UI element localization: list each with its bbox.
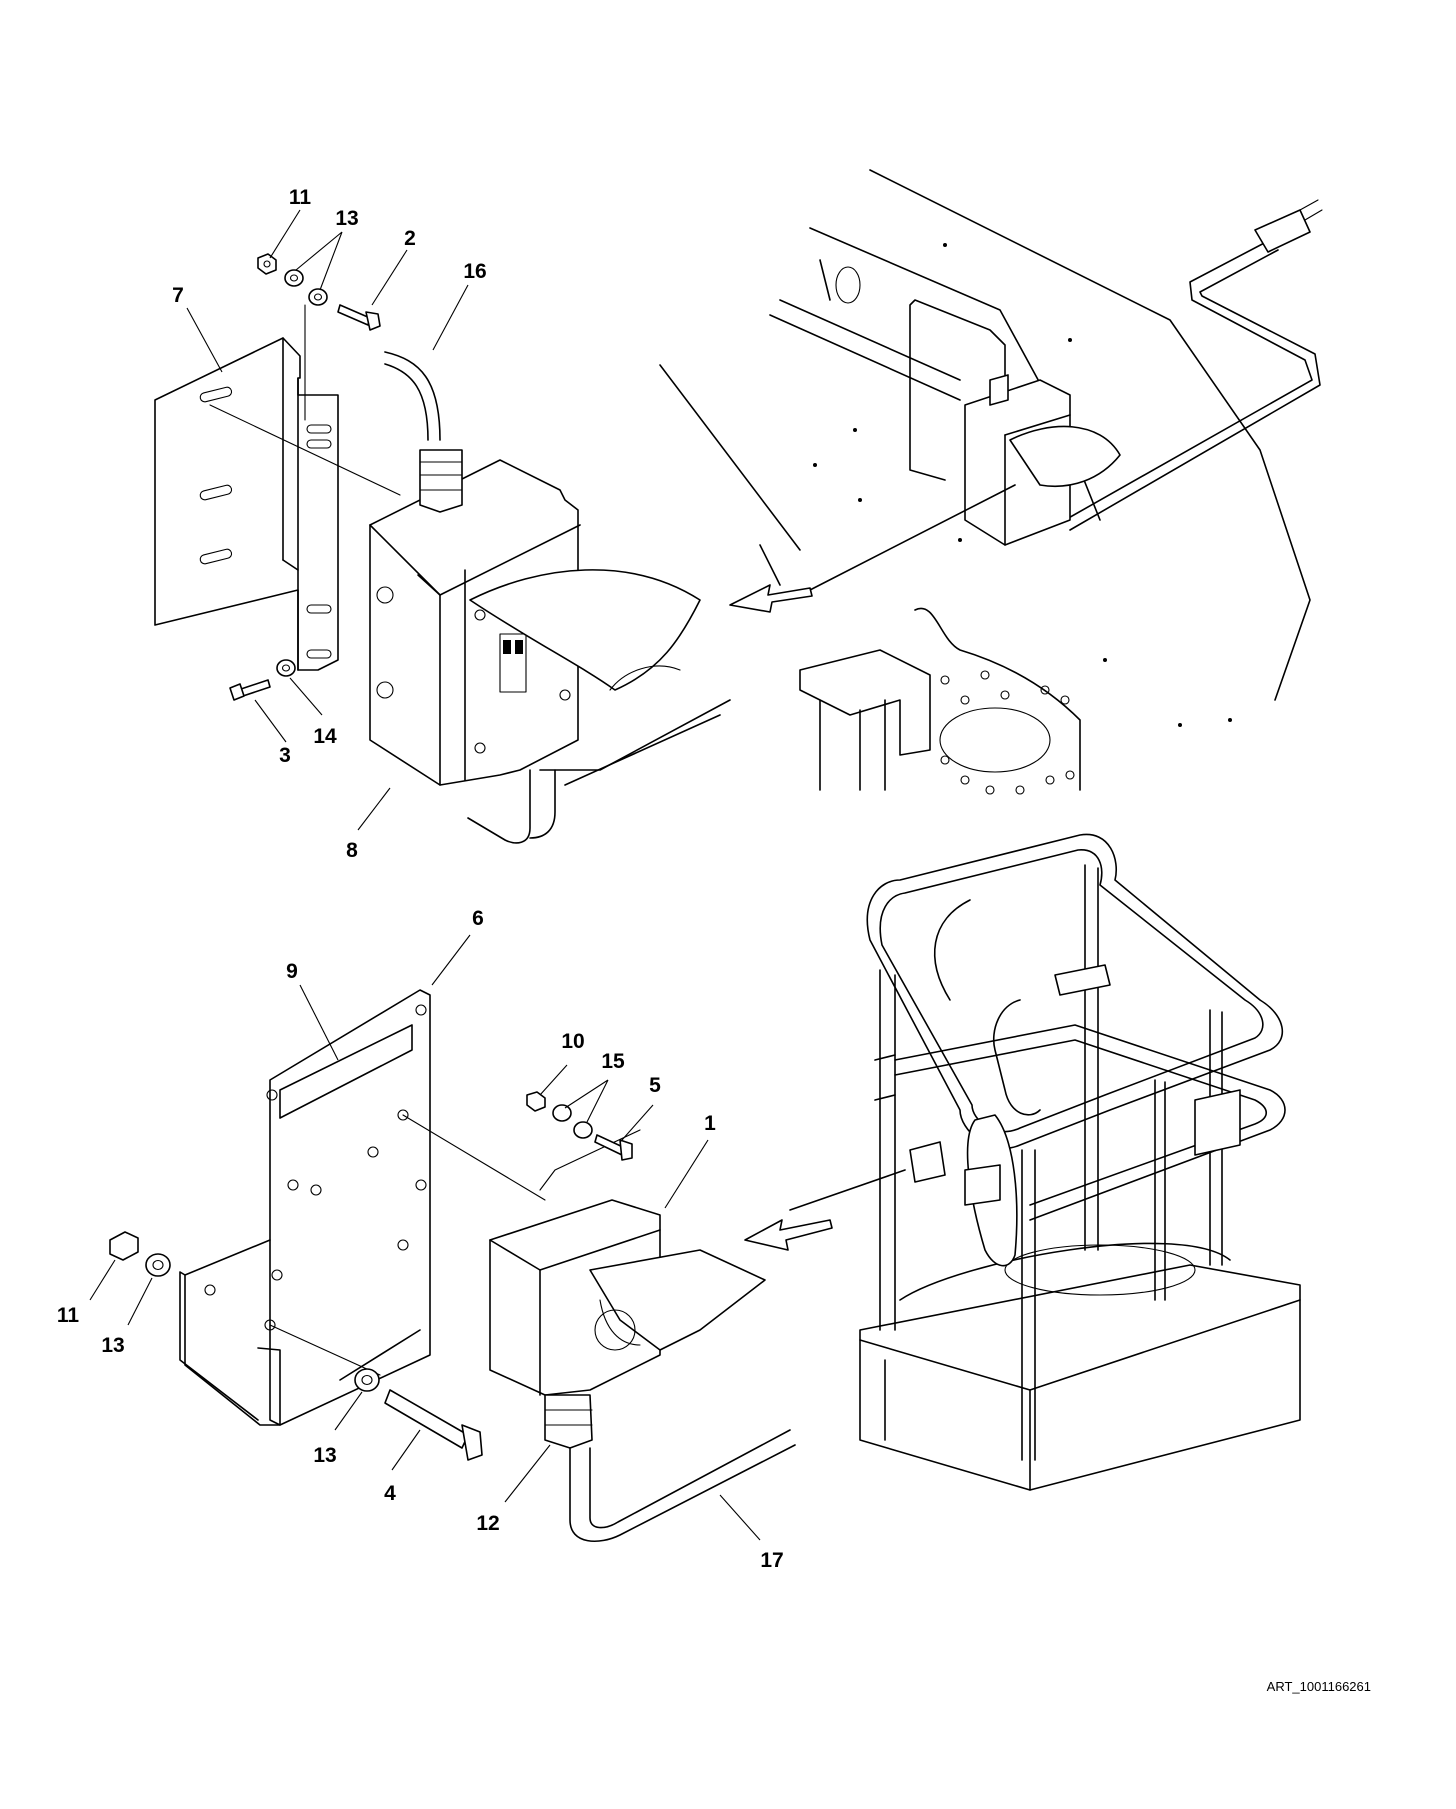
top-right-location-view	[659, 169, 1323, 795]
callout-6: 6	[472, 907, 484, 930]
mounting-bracket-7	[154, 337, 339, 671]
callout-9: 9	[286, 960, 298, 983]
bolt-5	[594, 1134, 633, 1161]
power-plug	[1254, 199, 1323, 253]
art-reference: ART_1001166261	[1267, 1679, 1371, 1694]
callout-3: 3	[279, 744, 291, 767]
bottom-left-exploded-view	[89, 934, 796, 1542]
callout-1: 1	[704, 1112, 716, 1135]
callout-11-bottom: 11	[57, 1304, 80, 1327]
cable-16	[384, 351, 441, 441]
callout-12: 12	[476, 1512, 499, 1535]
bolt-4	[384, 1389, 483, 1461]
outlet-box-installed	[964, 374, 1121, 546]
callout-17: 17	[760, 1549, 783, 1572]
callout-13-left: 13	[101, 1334, 124, 1357]
panel-holes	[813, 243, 1232, 727]
callout-7: 7	[172, 284, 184, 307]
callout-14: 14	[313, 725, 337, 748]
callout-labels: 11 13 2 16 7 14 3 8 6 9 10 15 5 1 11 13 …	[57, 186, 1371, 1694]
washers-15	[552, 1104, 593, 1139]
nut-11-top	[257, 253, 277, 275]
callout-8: 8	[346, 839, 358, 862]
bolt-3	[229, 679, 271, 701]
callout-4: 4	[384, 1482, 396, 1505]
mounting-plate-6	[179, 989, 431, 1426]
nut-10	[526, 1091, 546, 1112]
outlet-box-1	[489, 1199, 766, 1449]
callout-15: 15	[601, 1050, 625, 1073]
washer-13-bottom	[354, 1368, 380, 1392]
washer-14	[276, 659, 296, 677]
bolt-2	[337, 304, 381, 331]
bottom-right-platform-view	[744, 833, 1301, 1491]
callout-11-top: 11	[289, 186, 312, 209]
callout-10: 10	[561, 1030, 584, 1053]
floor-holes	[940, 670, 1075, 795]
outlet-box-8	[369, 449, 701, 786]
callout-13-bottom: 13	[313, 1444, 336, 1467]
washer-13-left	[145, 1253, 171, 1277]
callout-16: 16	[463, 260, 486, 283]
callout-2: 2	[404, 227, 416, 250]
callout-13-top: 13	[335, 207, 358, 230]
nut-11-bottom	[109, 1231, 139, 1261]
callout-5: 5	[649, 1074, 661, 1097]
top-left-exploded-view	[154, 209, 731, 844]
washers-13-top	[284, 269, 328, 306]
